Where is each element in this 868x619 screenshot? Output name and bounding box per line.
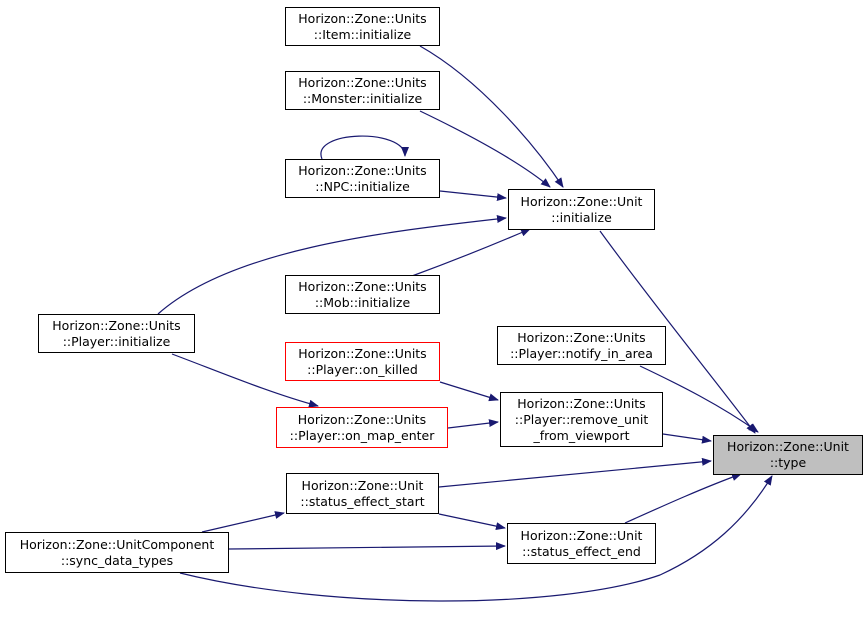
node-mob-initialize[interactable]: Horizon::Zone::Units ::Mob::initialize [285, 275, 440, 314]
edge-on-map-enter-to-remove-unit [447, 419, 499, 429]
node-line: Horizon::Zone::Units [517, 395, 646, 411]
node-unit-type: Horizon::Zone::Unit ::type [713, 435, 863, 475]
node-unit-initialize[interactable]: Horizon::Zone::Unit ::initialize [508, 189, 655, 230]
node-unit-status-effect-end[interactable]: Horizon::Zone::Unit ::status_effect_end [507, 523, 656, 564]
node-monster-initialize[interactable]: Horizon::Zone::Units ::Monster::initiali… [285, 71, 440, 110]
node-line: ::Item::initialize [313, 26, 412, 42]
node-line: ::type [769, 455, 807, 470]
edge-item-init-to-unit-init [419, 45, 564, 188]
edge-remove-unit-to-unit-type [662, 433, 712, 444]
node-unit-status-effect-start[interactable]: Horizon::Zone::Unit ::status_effect_star… [286, 473, 439, 514]
node-player-remove-unit-from-viewport[interactable]: Horizon::Zone::Units ::Player::remove_un… [500, 392, 663, 447]
node-line: ::Monster::initialize [302, 90, 423, 106]
edge-monster-init-to-unit-init [419, 110, 551, 188]
node-line: ::status_effect_start [300, 493, 425, 509]
edge-sync-to-unit-type [179, 475, 773, 602]
node-line: ::initialize [551, 209, 612, 225]
node-line: _from_viewport [533, 427, 630, 443]
node-line: Horizon::Zone::Unit [520, 527, 643, 543]
node-item-initialize[interactable]: Horizon::Zone::Units ::Item::initialize [285, 7, 440, 46]
node-line: Horizon::Zone::Units [298, 10, 427, 26]
edge-notify-to-unit-type [639, 365, 759, 433]
node-line: Horizon::Zone::Unit [727, 439, 849, 454]
edge-status-start-to-unit-type [438, 457, 712, 488]
edge-status-end-to-unit-type [624, 473, 742, 524]
node-unitcomponent-sync-data-types[interactable]: Horizon::Zone::UnitComponent ::sync_data… [5, 532, 229, 573]
node-line: ::sync_data_types [60, 552, 174, 568]
node-line: ::Player::on_map_enter [289, 427, 435, 443]
node-line: Horizon::Zone::Unit [520, 193, 643, 209]
edge-sync-to-status-start [201, 511, 285, 533]
node-player-notify-in-area[interactable]: Horizon::Zone::Units ::Player::notify_in… [497, 326, 666, 365]
node-line: Horizon::Zone::Units [297, 411, 427, 427]
edge-player-init-to-unit-init [157, 215, 507, 315]
node-line: ::status_effect_end [522, 543, 641, 559]
node-npc-initialize[interactable]: Horizon::Zone::Units ::NPC::initialize [285, 159, 440, 198]
node-line: ::Mob::initialize [314, 294, 411, 310]
edge-on-killed-to-remove-unit [439, 381, 499, 402]
node-line: Horizon::Zone::Units [298, 345, 427, 361]
node-line: ::Player::notify_in_area [510, 345, 653, 361]
edge-mob-init-to-unit-init [411, 228, 531, 277]
node-line: ::NPC::initialize [315, 178, 410, 194]
node-player-on-killed[interactable]: Horizon::Zone::Units ::Player::on_killed [285, 342, 440, 381]
edge-unit-init-to-unit-type [599, 230, 756, 434]
edge-status-start-to-status-end [438, 513, 506, 531]
node-line: Horizon::Zone::Units [517, 329, 646, 345]
node-line: ::Player::initialize [62, 333, 171, 349]
node-line: ::Player::on_killed [307, 361, 418, 377]
edge-npc-init-to-npc-init [320, 135, 409, 160]
node-line: Horizon::Zone::Units [298, 162, 427, 178]
edge-player-init-to-on-map-enter [171, 353, 319, 408]
edge-npc-init-to-unit-init [439, 190, 507, 202]
node-line: ::Player::remove_unit [514, 411, 649, 427]
node-line: Horizon::Zone::Unit [301, 477, 424, 493]
node-line: Horizon::Zone::Units [298, 74, 427, 90]
node-line: Horizon::Zone::UnitComponent [19, 536, 215, 552]
node-player-on-map-enter[interactable]: Horizon::Zone::Units ::Player::on_map_en… [276, 407, 448, 448]
edge-sync-to-status-end [228, 542, 506, 551]
node-line: Horizon::Zone::Units [298, 278, 427, 294]
node-line: Horizon::Zone::Units [52, 317, 181, 333]
node-player-initialize[interactable]: Horizon::Zone::Units ::Player::initializ… [38, 314, 195, 353]
